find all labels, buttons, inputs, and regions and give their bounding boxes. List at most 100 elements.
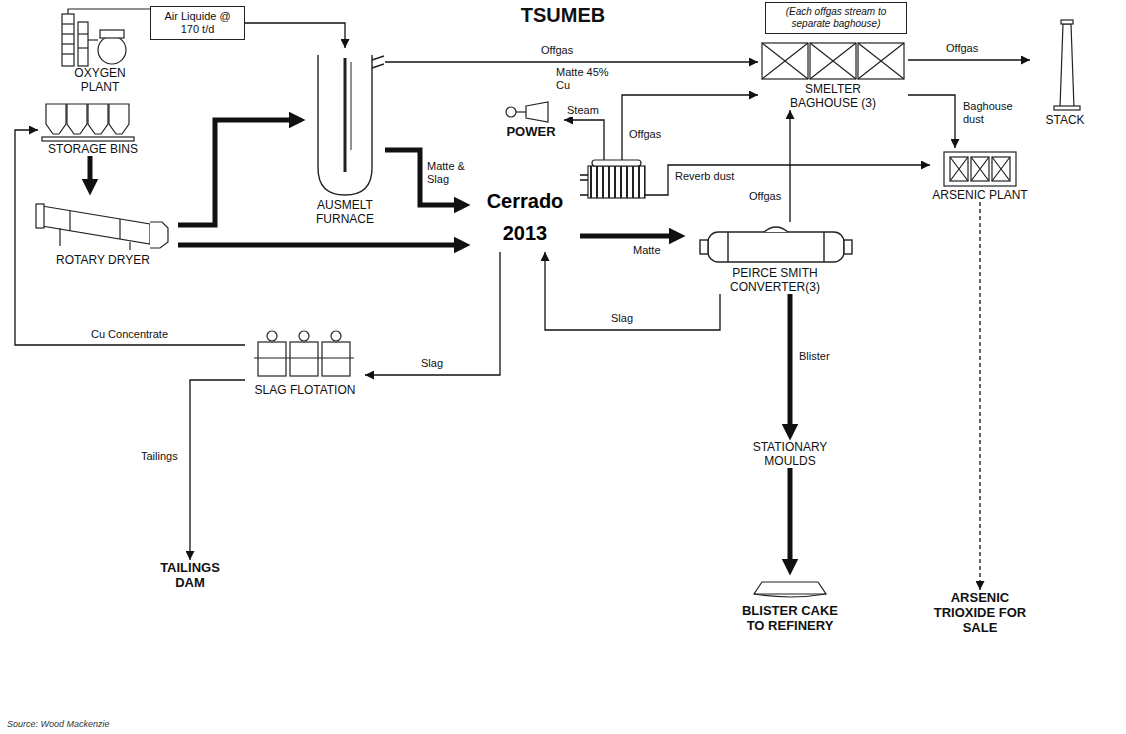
process-label: Cerrado 2013 xyxy=(470,185,580,252)
slag-flotation-icon xyxy=(254,331,354,376)
flow-label: Matte xyxy=(632,244,662,257)
rotary-dryer-icon xyxy=(69,211,70,231)
rotary-dryer-icon xyxy=(36,204,44,228)
slag-flotation-icon xyxy=(299,331,309,341)
oxygen-plant-icon xyxy=(100,30,124,38)
rotary-dryer-icon xyxy=(150,222,168,248)
oxygen-plant-icon xyxy=(98,36,126,64)
boiler-icon xyxy=(588,160,645,198)
flow-label: Offgas xyxy=(628,128,662,141)
flow-label: Offgas xyxy=(540,44,574,57)
note-box: (Each offgas stream to separate baghouse… xyxy=(765,2,907,34)
material-flow-arrow xyxy=(88,156,93,187)
plant-label: STACK xyxy=(1030,15,1100,127)
ausmelt-furnace-icon xyxy=(344,58,347,172)
rotary-dryer-icon xyxy=(36,204,168,250)
ausmelt-furnace-icon xyxy=(318,55,372,195)
node-text: SLAG FLOTATION xyxy=(245,383,365,397)
node-text: ARSENIC TRIOXIDE FOR SALE xyxy=(930,590,1030,635)
product-label: TAILINGS DAM xyxy=(150,560,230,590)
node-text: POWER xyxy=(498,124,564,139)
product-label: BLISTER CAKE TO REFINERY xyxy=(725,575,855,633)
boiler-icon xyxy=(588,166,645,198)
node-text: Air Liquide @ 170 t/d xyxy=(155,10,240,36)
node-text: OXYGEN PLANT xyxy=(55,66,145,94)
rotary-dryer-icon xyxy=(59,228,60,246)
flow-label: Reverb dust xyxy=(674,170,735,183)
power-generator-icon xyxy=(506,102,548,122)
converter-icon xyxy=(844,240,852,254)
oxygen-plant-icon xyxy=(62,23,74,24)
oxygen-plant-icon xyxy=(62,53,74,54)
supplier-box: Air Liquide @ 170 t/d xyxy=(150,6,245,40)
node-text: BLISTER CAKE TO REFINERY xyxy=(725,603,855,633)
oxygen-plant-icon xyxy=(78,47,88,48)
stack-icon xyxy=(1060,24,1074,108)
storage-bins-icon xyxy=(67,104,87,134)
storage-bins-icon xyxy=(42,104,134,141)
oxygen-plant-icon xyxy=(62,9,150,66)
slag-flotation-icon xyxy=(254,357,354,358)
node-text: (Each offgas stream to separate baghouse… xyxy=(770,6,902,30)
note-label: Matte 45% Cu xyxy=(555,66,615,92)
baghouse-icon xyxy=(762,43,904,79)
plant-label: ARSENIC PLANT xyxy=(930,148,1030,202)
storage-bins-icon xyxy=(109,104,129,134)
storage-bins-icon xyxy=(46,104,66,134)
converter-icon xyxy=(764,227,788,232)
material-flow-arrow xyxy=(178,120,297,225)
converter-icon xyxy=(708,232,844,262)
flow-label: Steam xyxy=(566,104,600,117)
flow-label: Offgas xyxy=(748,190,782,203)
gas-flow-arrow xyxy=(979,202,980,590)
ausmelt-furnace-icon xyxy=(318,55,384,195)
converter-icon xyxy=(700,227,852,262)
gas-flow-arrow xyxy=(15,130,245,345)
oxygen-plant-icon xyxy=(62,33,74,34)
blister-cake-icon xyxy=(754,582,826,597)
gas-flow-arrow xyxy=(245,23,345,48)
product-label: ARSENIC TRIOXIDE FOR SALE xyxy=(930,590,1030,635)
plant-label: PEIRCE SMITH CONVERTER(3) xyxy=(685,222,865,294)
flow-label: Blister xyxy=(798,350,831,363)
gas-flow-arrow xyxy=(190,380,245,560)
gas-flow-arrow xyxy=(580,95,758,175)
slag-flotation-icon xyxy=(267,331,277,341)
oxygen-plant-icon xyxy=(62,43,74,44)
node-text: PEIRCE SMITH CONVERTER(3) xyxy=(685,266,865,294)
power-generator-icon xyxy=(506,107,516,117)
material-flow-arrow xyxy=(788,468,793,567)
ausmelt-furnace-icon xyxy=(372,56,384,68)
flow-label: Cu Concentrate xyxy=(90,328,169,341)
slag-flotation-icon xyxy=(290,342,318,376)
plant-label: SLAG FLOTATION xyxy=(245,325,365,397)
node-text: STACK xyxy=(1030,113,1100,127)
rotary-dryer-icon xyxy=(42,206,150,244)
node-text: TAILINGS DAM xyxy=(150,560,230,590)
power-generator-icon xyxy=(516,111,526,112)
arsenic-plant-icon xyxy=(950,157,1010,181)
stack-icon xyxy=(1054,106,1080,110)
power-generator-icon xyxy=(526,102,548,122)
node-text: SMELTER BAGHOUSE (3) xyxy=(758,82,908,110)
material-flow-arrow xyxy=(788,294,793,432)
oxygen-plant-icon xyxy=(78,33,88,34)
rotary-dryer-icon xyxy=(119,219,120,239)
flow-label: Matte & Slag xyxy=(426,160,472,186)
slag-flotation-icon xyxy=(322,342,350,376)
flow-label: Offgas xyxy=(945,42,979,55)
rotary-dryer-icon xyxy=(129,242,130,250)
storage-bins-icon xyxy=(88,104,108,134)
slag-flotation-icon xyxy=(331,331,341,341)
plant-label: ROTARY DRYER xyxy=(28,195,178,267)
gas-flow-arrow xyxy=(385,61,758,62)
node-text: Cerrado 2013 xyxy=(470,185,580,249)
converter-icon xyxy=(727,232,728,262)
gas-flow-arrow xyxy=(908,59,1030,60)
gas-flow-arrow xyxy=(908,95,955,148)
gas-flow-arrow xyxy=(365,252,500,375)
stack-icon xyxy=(1054,20,1080,110)
boiler-icon xyxy=(592,160,641,166)
